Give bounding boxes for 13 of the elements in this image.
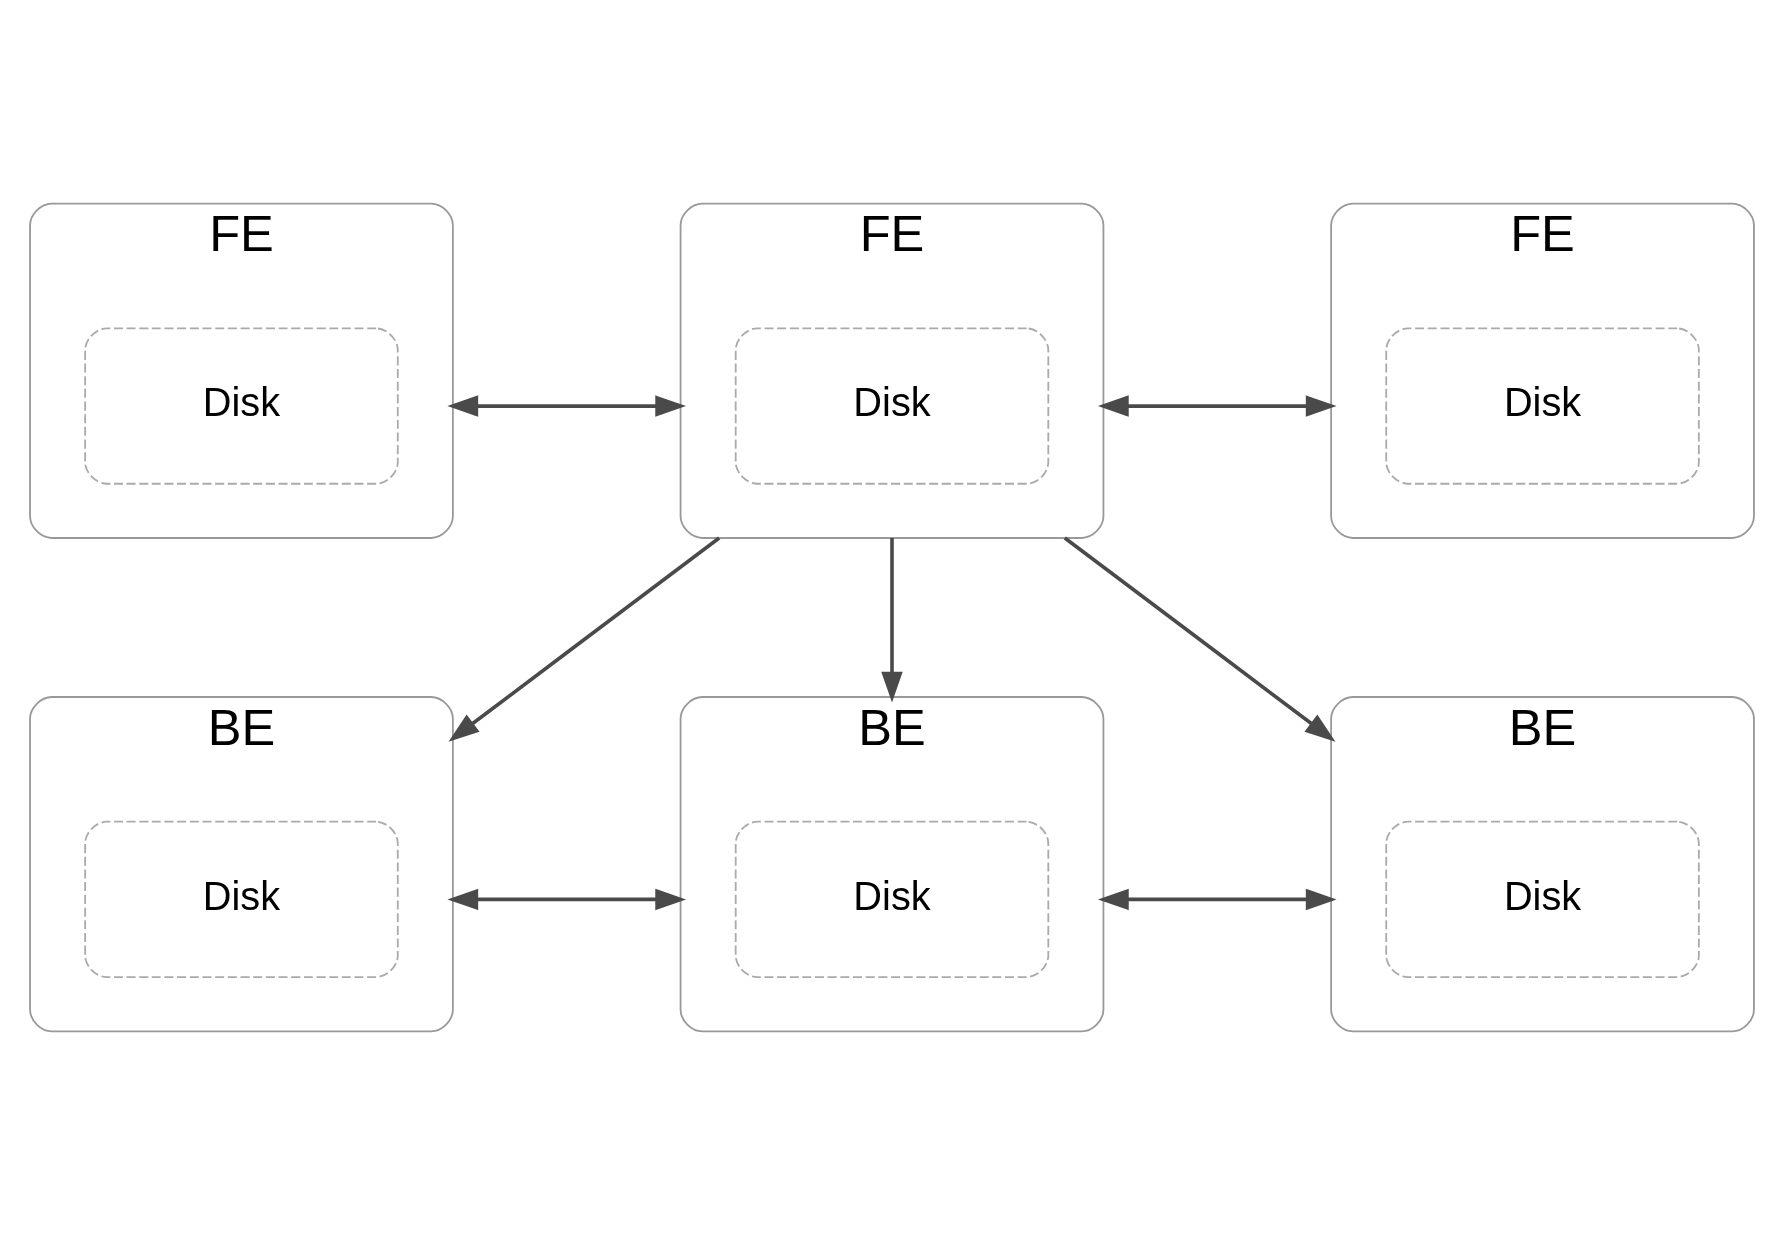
node-box: Disk: [1385, 820, 1700, 978]
arrow: [881, 537, 903, 702]
node-box: Disk: [84, 820, 399, 978]
arrow: [448, 536, 721, 742]
node-box: Disk: [734, 326, 1050, 485]
arrow: [447, 394, 687, 417]
node-box: Disk: [734, 820, 1050, 978]
arrow: [447, 888, 687, 910]
arrow: [1097, 394, 1337, 417]
node-box: Disk: [1385, 326, 1700, 485]
arrow: [1063, 536, 1336, 742]
arrow: [1097, 888, 1337, 910]
node-box: Disk: [84, 326, 399, 485]
